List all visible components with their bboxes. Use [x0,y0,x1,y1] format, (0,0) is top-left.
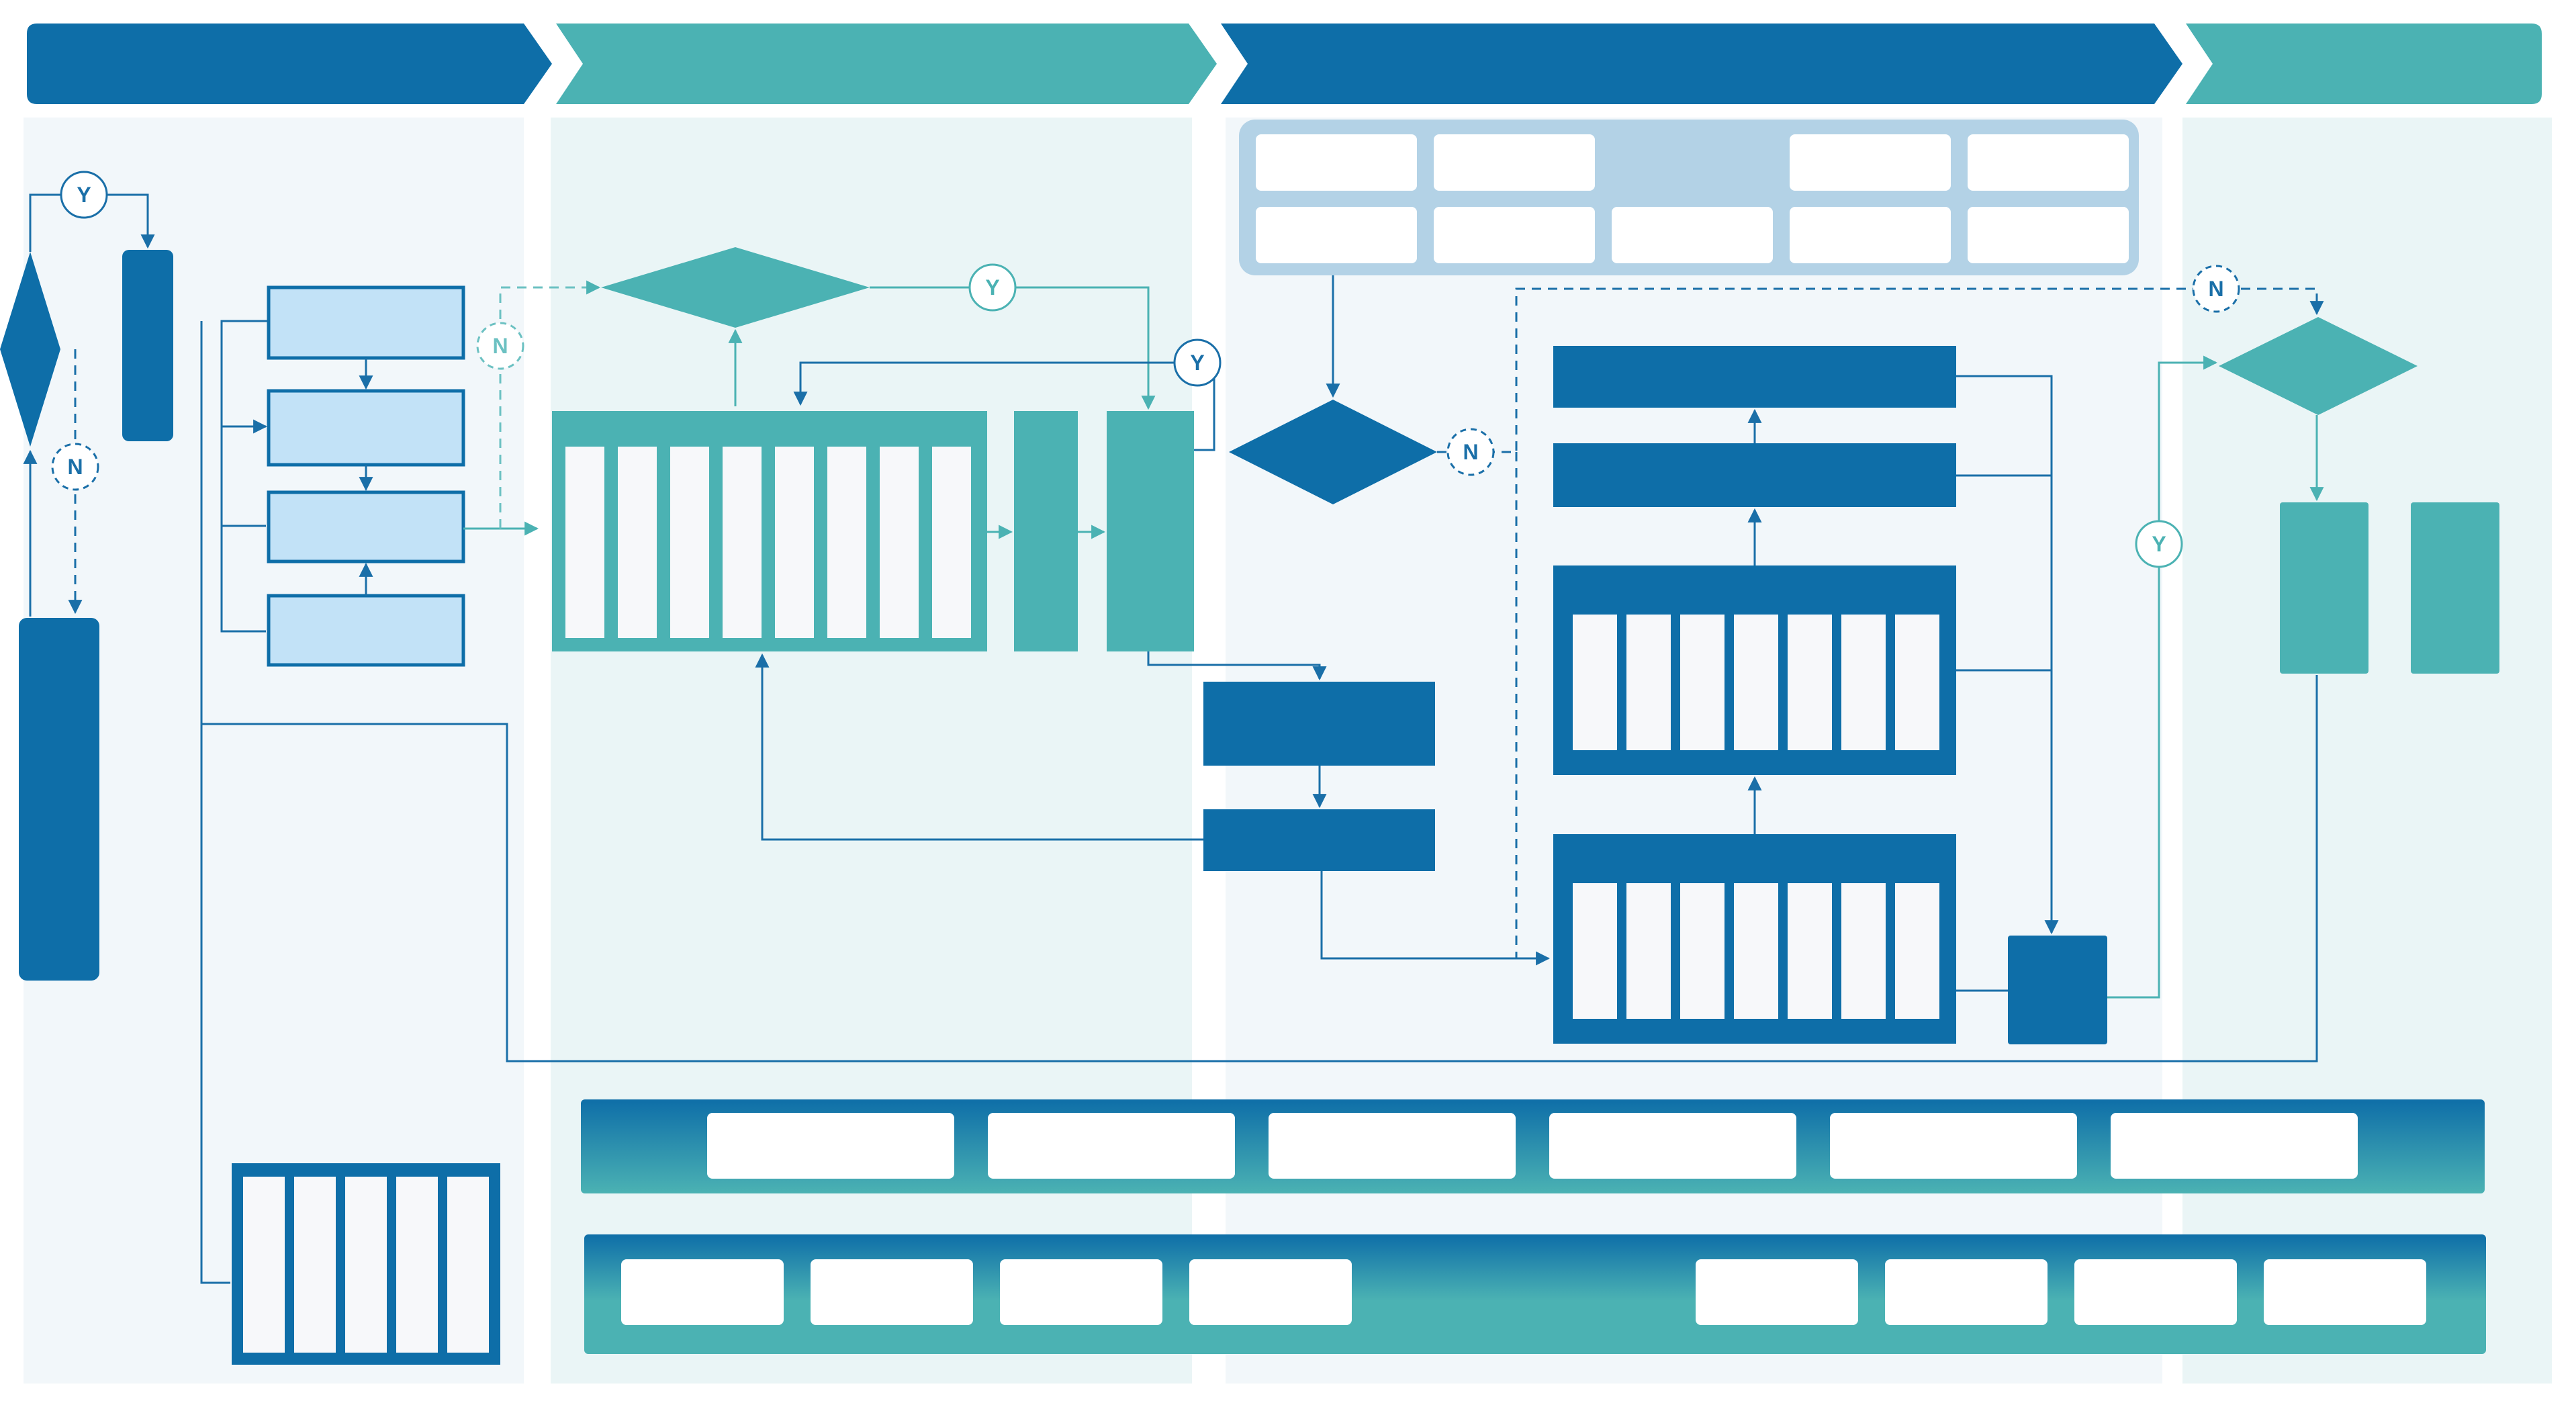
lane3-table-block-1 [1553,565,1956,775]
yn-badges: Y N N Y Y N N Y [51,171,2240,568]
badge-yes-label: Y [1190,351,1204,375]
phase-chevron-4 [2186,24,2542,104]
badge-no-icon: N [51,443,99,491]
line-left-trunk [200,321,230,1284]
lane1-table-block [232,1163,500,1365]
badge-yes-label: Y [985,275,999,300]
light-process-box-2 [267,389,465,467]
light-process-box-4 [267,594,465,667]
badge-no-label: N [2208,277,2223,301]
badge-yes-icon: Y [1173,338,1222,387]
phase-chevron-3 [1221,24,2182,104]
lane3-table-block-2 [1553,834,1956,1044]
badge-no-icon: N [1446,428,1495,476]
bottom-bar-1 [581,1099,2485,1193]
lane3-bar-1 [1553,346,1956,408]
line-y-to-lane4 [2107,355,2218,999]
badge-no-label: N [1463,440,1478,464]
badge-no-icon: N [2192,265,2240,313]
lane-4-shapes [2219,317,2499,674]
lane-3-shapes [1203,120,2139,1044]
bracket-light-boxes [220,320,267,633]
line-return-to-table [755,653,1203,841]
badge-yes-icon: Y [60,171,108,219]
lane4-teal-column-1 [2280,502,2368,674]
lane-1-shapes [0,250,500,1365]
bottom-bar-2 [584,1234,2486,1354]
lane3-small-square [2008,936,2107,1044]
badge-no-icon: N [476,322,524,370]
phase-chevron-1 [27,24,552,104]
badge-yes-label: Y [2152,532,2166,556]
lane3-decision-diamond [1229,400,1437,504]
badge-yes-icon: Y [968,263,1017,312]
lane-2-shapes [552,247,1194,651]
light-process-box-1 [267,285,465,360]
phase-header-bar [27,24,2542,104]
badge-yes-label: Y [77,183,91,207]
badge-no-label: N [492,334,508,358]
lane1-tall-box-top [122,250,173,441]
dashed-no-to-lane2-diamond [499,280,601,529]
lane4-teal-column-2 [2411,502,2499,674]
light-process-box-3 [267,490,465,563]
lane2-decision-diamond [601,247,870,328]
lane1-tall-box-bottom [19,618,99,981]
lane4-decision-diamond [2219,317,2418,415]
lane-4 [2182,118,2552,1384]
lane3-bar-2 [1553,443,1956,507]
lane3-process-box-1 [1203,682,1435,766]
lane-2 [551,118,1192,1384]
lane2-teal-column-1 [1014,411,1078,651]
lane3-process-box-2 [1203,809,1435,871]
bottom-bars [581,1099,2486,1354]
phase-chevron-2 [556,24,1217,104]
line-diamond-yes-right [870,286,1156,410]
start-decision-diamond [0,252,60,447]
lane3-legend-panel [1239,120,2139,275]
lane2-table-block [552,411,987,651]
badge-yes-icon: Y [2135,520,2183,568]
lane2-teal-column-2 [1107,411,1194,651]
badge-no-label: N [67,455,83,479]
